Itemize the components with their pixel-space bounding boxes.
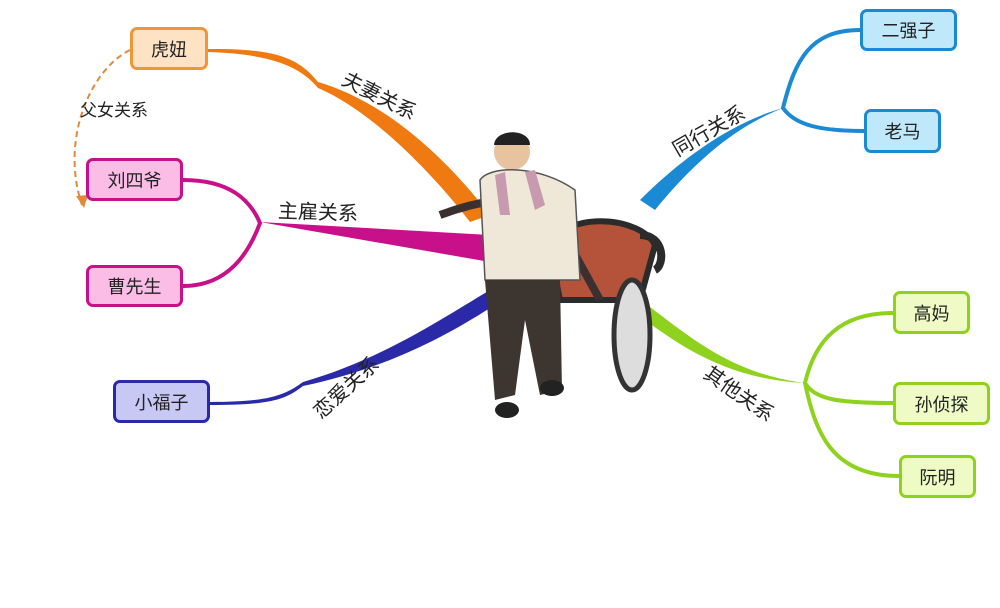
branch-employer: [260, 222, 490, 262]
link-other-children: [802, 311, 900, 478]
node-caoxiansheng[interactable]: 曹先生: [86, 265, 183, 307]
branch-peer: [640, 108, 783, 210]
node-gaoma[interactable]: 高妈: [893, 291, 970, 334]
node-laoma[interactable]: 老马: [864, 109, 941, 153]
node-ruanming[interactable]: 阮明: [899, 455, 976, 498]
rickshaw-puller-illustration: [438, 132, 666, 418]
node-liusiye[interactable]: 刘四爷: [86, 158, 183, 201]
arrowhead-icon: [76, 195, 88, 208]
link-peer-children: [780, 28, 865, 133]
relation-father-daughter-arrow: [73, 49, 131, 206]
link-liusiye: [182, 178, 263, 288]
node-erqiangzi[interactable]: 二强子: [860, 9, 957, 51]
branch-label-employer: 主雇关系: [277, 198, 359, 226]
relation-label: 父女关系: [80, 101, 148, 121]
node-huniu[interactable]: 虎妞: [130, 27, 208, 70]
node-xiaofuzi[interactable]: 小福子: [113, 380, 210, 423]
node-sunzhentan[interactable]: 孙侦探: [893, 382, 990, 425]
